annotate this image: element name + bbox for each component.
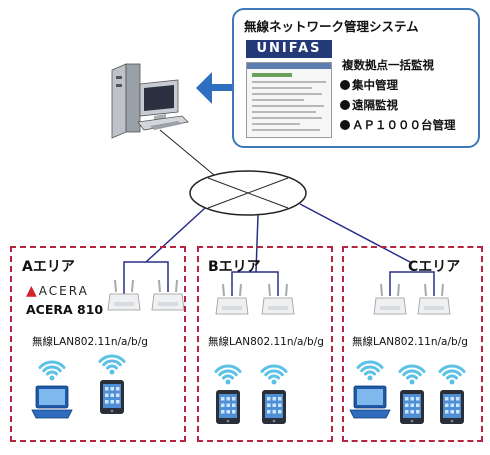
access-points: [107, 279, 451, 315]
network-to-area-c-line: [299, 203, 411, 263]
access-point-icon: [215, 283, 249, 315]
tablet-icon: [440, 390, 464, 424]
laptop-icon: [349, 385, 391, 419]
access-point-icon: [373, 283, 407, 315]
network-cross-line: [207, 177, 289, 209]
feature-item: 集中管理: [340, 77, 398, 93]
wifi-icon: [214, 364, 242, 385]
client-devices: [31, 354, 466, 424]
access-point-icon: [151, 279, 185, 311]
wifi-icon: [38, 360, 66, 381]
access-point-icon: [417, 283, 451, 315]
area-c-switch-lines: [389, 271, 435, 296]
area-c-wlan-label: 無線LAN802.11n/a/b/g: [352, 336, 468, 348]
management-system-callout: 無線ネットワーク管理システム UNIFAS 複数拠点一括監視 集中管理 遠隔監視…: [232, 8, 480, 148]
wifi-icon: [438, 364, 466, 385]
unifas-logo: UNIFAS: [246, 40, 332, 58]
access-point-icon: [107, 279, 141, 311]
area-b-wlan-label: 無線LAN802.11n/a/b/g: [208, 336, 324, 348]
tablet-icon: [100, 380, 124, 414]
acera-logo: ▲ACERA: [26, 283, 89, 299]
wifi-icon: [356, 360, 384, 381]
wifi-icon: [98, 354, 126, 375]
feature-item: ＡＰ１０００台管理: [340, 117, 456, 133]
area-b-box: [197, 246, 333, 442]
tablet-icon: [400, 390, 424, 424]
monitoring-subtitle: 複数拠点一括監視: [342, 58, 434, 72]
network-to-area-a-line: [145, 207, 206, 263]
management-system-title: 無線ネットワーク管理システム: [244, 19, 419, 34]
area-a-model: ACERA 810: [26, 302, 104, 317]
management-pc-icon: [111, 63, 189, 139]
network-to-area-b-line: [255, 214, 259, 273]
area-a-wlan-label: 無線LAN802.11n/a/b/g: [32, 336, 148, 348]
wifi-icon: [398, 364, 426, 385]
arrow-icon: [196, 72, 232, 104]
tablet-icon: [262, 390, 286, 424]
software-screenshot: [246, 62, 332, 138]
area-b-title: Bエリア: [208, 259, 261, 275]
feature-item: 遠隔監視: [340, 97, 398, 113]
area-c-title: Cエリア: [408, 259, 461, 275]
tablet-icon: [216, 390, 240, 424]
area-a-switch-lines: [123, 261, 169, 294]
area-a-title: Aエリア: [22, 259, 75, 275]
area-b-switch-lines: [231, 271, 279, 296]
wifi-icon: [260, 364, 288, 385]
laptop-icon: [31, 385, 73, 419]
access-point-icon: [261, 283, 295, 315]
area-a-box: [10, 246, 186, 442]
area-c-box: [342, 246, 483, 442]
